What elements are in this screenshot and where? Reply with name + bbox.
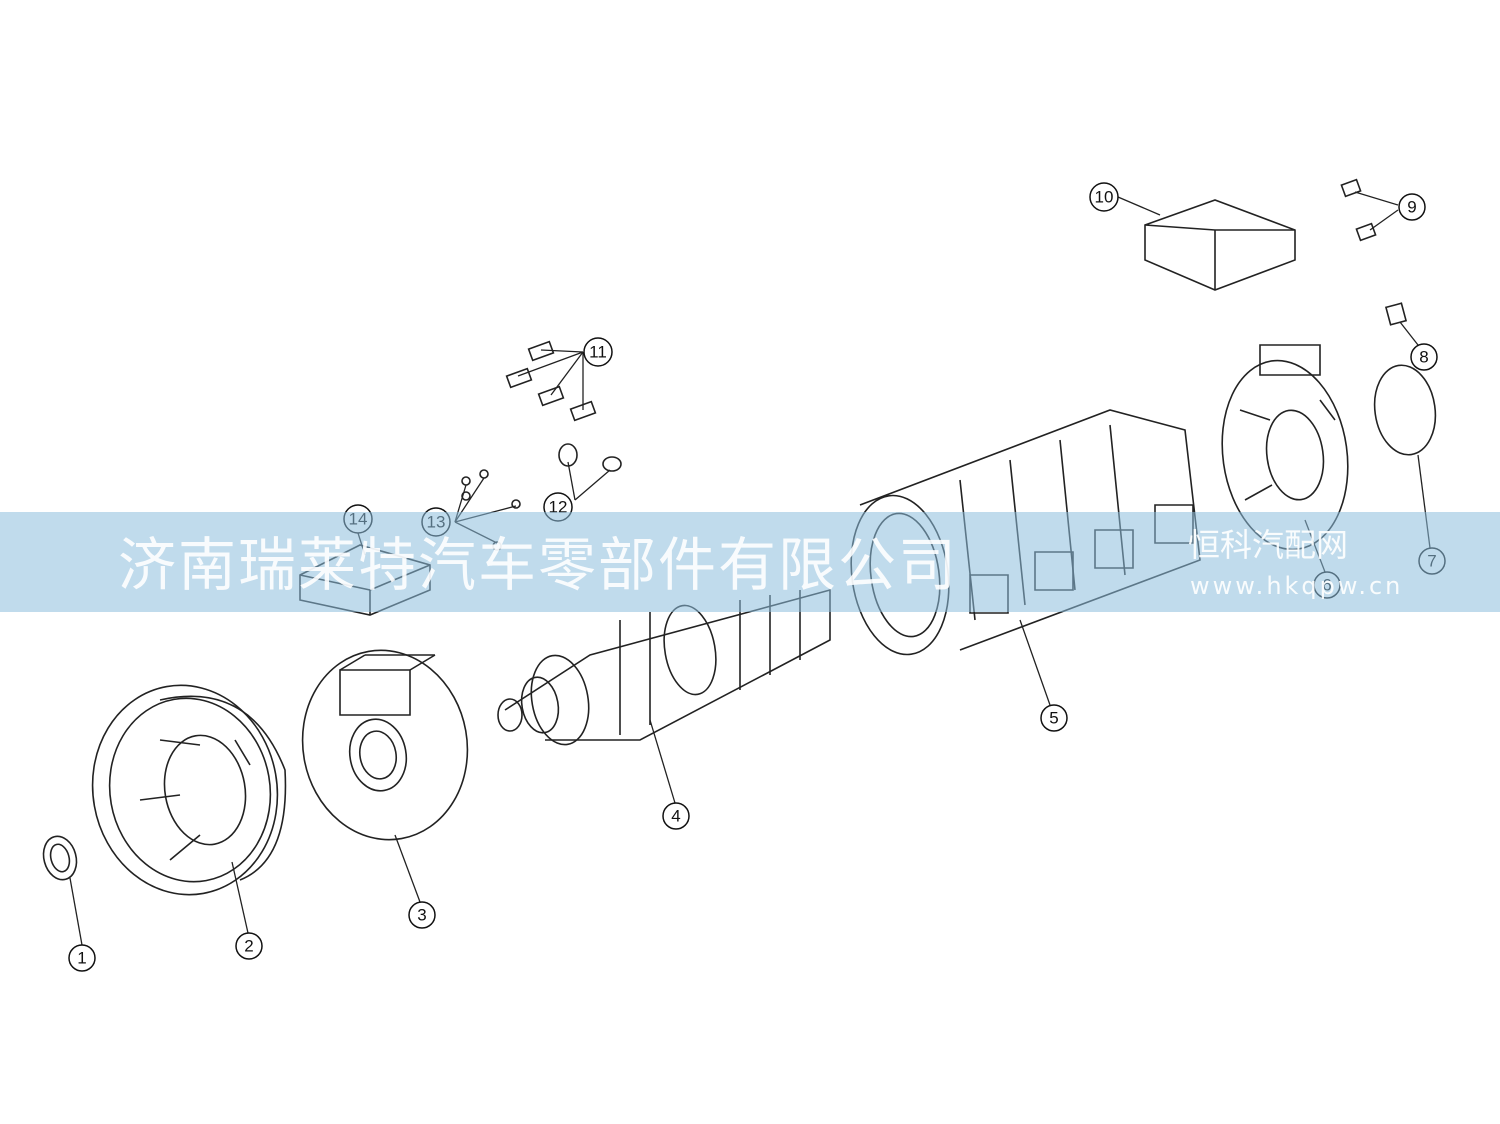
- watermark-site-name: 恒科汽配网: [1188, 526, 1349, 564]
- callout-2: 2: [235, 932, 263, 960]
- callout-10: 10: [1089, 182, 1119, 212]
- part-11-bolts: [507, 342, 596, 421]
- watermark-company-name: 济南瑞莱特汽车零部件有限公司: [118, 531, 959, 599]
- callout-1: 1: [68, 944, 96, 972]
- callout-9: 9: [1398, 193, 1426, 221]
- part-2-end-cover: [76, 671, 294, 910]
- part-9-connectors: [1341, 180, 1375, 241]
- callout-3-label: 3: [417, 906, 426, 925]
- callout-2-label: 2: [244, 937, 253, 956]
- callout-3: 3: [408, 901, 436, 929]
- callout-5: 5: [1040, 704, 1068, 732]
- watermark-url: www.hkqpw.cn: [1190, 572, 1404, 600]
- part-7-gasket: [1369, 361, 1441, 458]
- callout-8-label: 8: [1419, 348, 1428, 367]
- callout-11-label: 11: [589, 343, 607, 362]
- callout-9-label: 9: [1407, 198, 1416, 217]
- watermark-band: [0, 512, 1500, 612]
- part-10-junction-box: [1145, 200, 1295, 290]
- callout-8: 8: [1410, 343, 1438, 371]
- callout-1-label: 1: [77, 949, 86, 968]
- callout-4: 4: [662, 802, 690, 830]
- callout-10-label: 10: [1095, 188, 1114, 207]
- callout-5-label: 5: [1049, 709, 1058, 728]
- part-8-cap: [1386, 303, 1406, 325]
- part-1-seal-ring: [39, 833, 81, 884]
- part-12-clips: [559, 444, 621, 471]
- callout-4-label: 4: [671, 807, 680, 826]
- part-4-rotor: [498, 590, 830, 749]
- callout-11: 11: [583, 337, 613, 367]
- callout-12-label: 12: [549, 498, 568, 517]
- part-3-end-plate: [288, 637, 483, 853]
